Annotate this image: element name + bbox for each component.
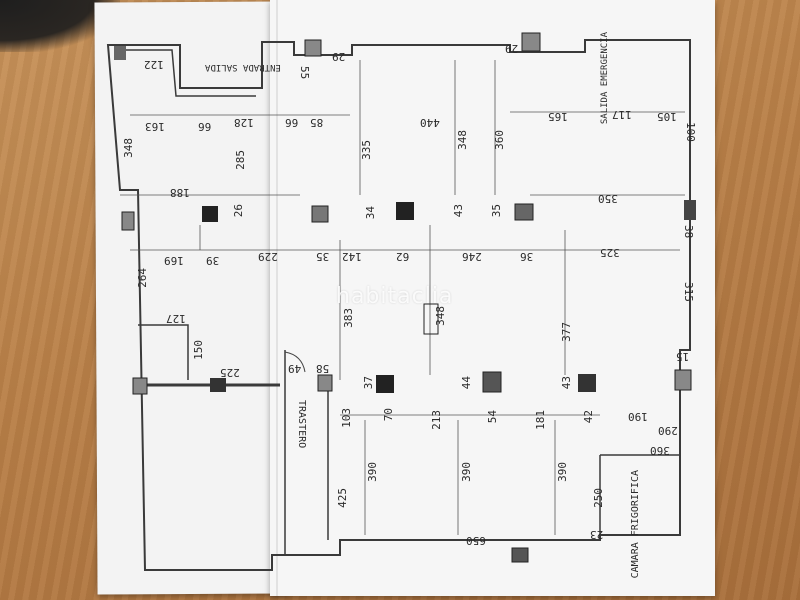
dim-35b: 35 — [316, 250, 330, 263]
dim-66a: 66 — [198, 120, 212, 133]
dim-58: 58 — [316, 362, 330, 375]
dim-128: 128 — [234, 116, 254, 129]
paper-seam — [276, 0, 278, 596]
dim-325: 325 — [600, 246, 620, 259]
dim-43b: 43 — [560, 376, 573, 390]
dim-15: 15 — [676, 350, 690, 363]
dim-250: 250 — [592, 488, 605, 508]
label-salida-emergencia: SALIDA EMERGENCIA — [600, 32, 610, 125]
dim-54: 54 — [486, 410, 499, 424]
inner-wall-top-left — [120, 49, 256, 97]
door-swing — [284, 351, 306, 373]
dim-190: 190 — [628, 410, 648, 423]
dim-39: 39 — [206, 254, 220, 267]
label-entrada-salida: ENTRADA SALIDA — [205, 62, 281, 72]
dim-49: 49 — [288, 362, 302, 375]
dim-36: 36 — [520, 250, 534, 263]
dim-383: 383 — [342, 308, 355, 328]
dim-29a: 29 — [332, 50, 346, 63]
dim-105: 105 — [657, 110, 677, 123]
dim-213: 213 — [430, 410, 443, 430]
dim-350: 350 — [598, 192, 618, 205]
dim-70: 70 — [382, 408, 395, 422]
dimension-lines — [120, 60, 685, 535]
dim-103: 103 — [340, 408, 353, 428]
dim-85: 85 — [310, 116, 324, 129]
label-camara-frigorifica: CAMARA FRIGORIFICA — [630, 470, 641, 579]
dim-26: 26 — [232, 204, 245, 218]
dim-163: 163 — [145, 120, 165, 133]
dim-42: 42 — [582, 410, 595, 424]
dim-425: 425 — [336, 488, 349, 508]
dim-348: 348 — [122, 138, 135, 158]
dim-44: 44 — [460, 376, 473, 390]
dim-23: 23 — [590, 528, 604, 541]
dim-246: 246 — [462, 250, 482, 263]
dim-650: 650 — [466, 534, 486, 547]
watermark: habitaclia — [336, 284, 454, 309]
dim-360b: 360 — [650, 444, 670, 457]
dim-66b: 66 — [285, 116, 299, 129]
dim-127: 127 — [166, 312, 186, 325]
dim-100: 100 — [684, 122, 697, 142]
cold-room-wall — [600, 454, 681, 535]
dim-390b: 390 — [460, 462, 473, 482]
dim-264: 264 — [136, 268, 149, 288]
dim-117: 117 — [612, 108, 632, 121]
dim-34: 34 — [364, 206, 377, 220]
dim-285: 285 — [234, 150, 247, 170]
dim-29b: 29 — [505, 42, 519, 55]
dim-315: 315 — [682, 282, 695, 302]
dim-229: 229 — [258, 250, 278, 263]
structural-columns — [114, 32, 696, 563]
dim-335: 335 — [360, 140, 373, 160]
dim-38: 38 — [682, 225, 695, 239]
label-trastero: TRASTERO — [296, 400, 307, 449]
dim-150: 150 — [192, 340, 205, 360]
dim-360: 360 — [493, 130, 506, 150]
dim-348b: 348 — [456, 130, 469, 150]
dim-440: 440 — [420, 116, 440, 129]
dim-181: 181 — [534, 410, 547, 430]
dim-122: 122 — [144, 58, 164, 71]
dim-55: 55 — [298, 66, 311, 80]
dim-377: 377 — [560, 322, 573, 342]
dim-390c: 390 — [556, 462, 569, 482]
dim-225: 225 — [220, 366, 240, 379]
dim-290: 290 — [658, 424, 678, 437]
dim-188: 188 — [170, 186, 190, 199]
dim-62: 62 — [396, 250, 410, 263]
dim-165: 165 — [548, 110, 568, 123]
outer-wall — [106, 39, 691, 571]
dim-169: 169 — [164, 254, 184, 267]
interior-wall-notch — [138, 324, 189, 380]
dim-142: 142 — [342, 250, 362, 263]
dim-43: 43 — [452, 204, 465, 218]
paper-sheet-right — [270, 0, 715, 596]
dim-35: 35 — [490, 204, 503, 218]
dim-37: 37 — [362, 376, 375, 390]
dim-390a: 390 — [366, 462, 379, 482]
